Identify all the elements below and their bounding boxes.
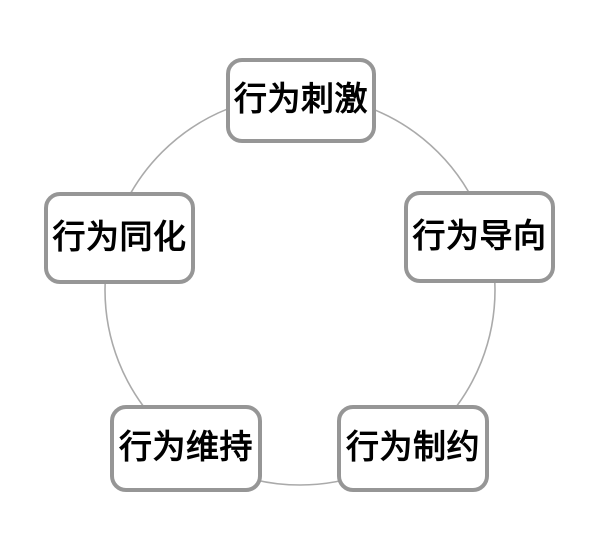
node-label: 行为导向 xyxy=(412,218,547,255)
node-label: 行为刺激 xyxy=(234,82,368,118)
node-behavior-maintenance[interactable]: 行为维持 xyxy=(110,405,262,492)
node-label: 行为同化 xyxy=(52,219,187,256)
node-behavior-restriction[interactable]: 行为制约 xyxy=(337,405,489,492)
node-behavior-assimilation[interactable]: 行为同化 xyxy=(44,192,195,284)
node-behavior-orientation[interactable]: 行为导向 xyxy=(404,191,555,283)
node-label: 行为维持 xyxy=(119,430,253,466)
node-label: 行为制约 xyxy=(346,430,480,466)
node-behavior-stimulus[interactable]: 行为刺激 xyxy=(226,58,376,143)
